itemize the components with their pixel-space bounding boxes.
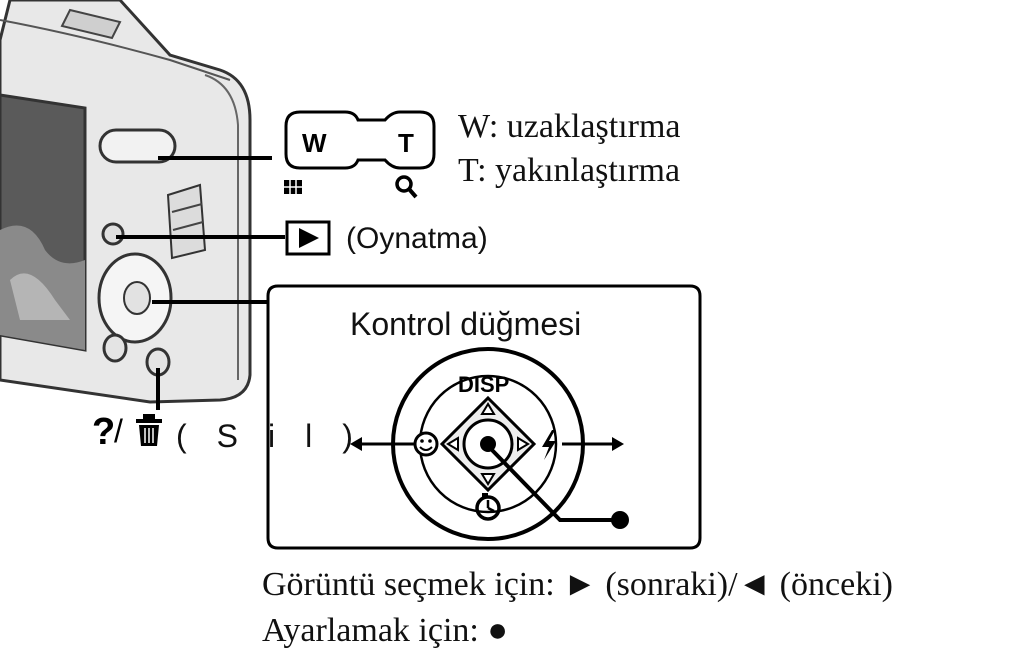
top-button (60, 8, 122, 40)
mode-switch-ridge-1 (171, 203, 203, 213)
left-arrow-mark (446, 436, 459, 452)
playback-label: (Oynatma) (346, 222, 488, 255)
self-timer-icon (475, 493, 501, 521)
up-arrow-mark (480, 402, 496, 415)
leader-lines (116, 156, 285, 410)
camera-body (0, 0, 252, 404)
right-arrow-icon (612, 437, 624, 451)
delete-icons: ? / (92, 411, 162, 453)
control-callout: DISP (266, 284, 702, 550)
flash-icon (542, 430, 556, 460)
play-button-icon (285, 220, 331, 256)
playback-button (101, 222, 125, 246)
set-instruction: Ayarlamak için: ● (262, 612, 508, 649)
smile-face-icon (413, 431, 439, 457)
down-arrow-mark (480, 473, 496, 486)
grid-index-icon (284, 180, 302, 194)
zoom-lever (98, 128, 177, 164)
control-button-title: Kontrol düğmesi (350, 306, 582, 342)
zoom-lever-outline (284, 110, 436, 170)
zoom-lever-callout: W T (284, 110, 436, 199)
camera-top-edge (0, 19, 231, 81)
menu-button (102, 333, 128, 363)
zoom-key-w: W (302, 128, 327, 158)
right-arrow-mark (517, 436, 530, 452)
select-image-instruction: Görüntü seçmek için: ► (sonraki)/◄ (önce… (262, 566, 893, 603)
magnifier-icon (395, 175, 418, 199)
zoom-key-t: T (398, 128, 414, 158)
center-dot-icon (611, 511, 629, 529)
zoom-w-label: W: uzaklaştırma (458, 108, 681, 145)
mode-switch-ridge-2 (172, 221, 204, 231)
center-leader (490, 448, 612, 522)
control-wheel-center (123, 281, 151, 315)
camera-side-ridge (204, 74, 239, 380)
delete-label: (Sil) (176, 418, 383, 454)
slash-separator: / (114, 413, 123, 449)
trash-icon (136, 414, 162, 446)
help-question-icon: ? (92, 411, 115, 453)
zoom-t-label: T: yakınlaştırma (458, 152, 681, 189)
left-arrow-icon (350, 437, 362, 451)
screen-image-texture-2 (10, 273, 70, 320)
mode-switch (166, 183, 207, 260)
disp-label: DISP (458, 372, 509, 397)
